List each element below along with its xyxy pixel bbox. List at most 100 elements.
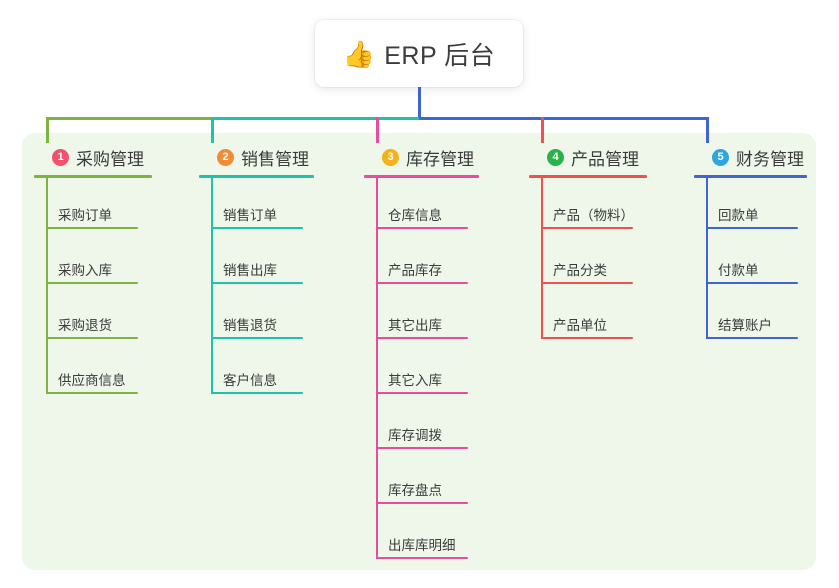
branch-item-rule <box>376 557 468 559</box>
branch-items-3: 仓库信息产品库存其它出库其它入库库存调拨库存盘点出库库明细 <box>364 178 479 563</box>
branch-item-rule <box>376 337 468 339</box>
branch-item-label: 销售出库 <box>223 263 277 278</box>
branch-header-rule-2 <box>199 175 314 178</box>
branch-item-label: 其它入库 <box>388 373 442 388</box>
branch-item[interactable]: 结算账户 <box>694 288 807 343</box>
branch-item-rule <box>706 337 798 339</box>
branch-item[interactable]: 库存盘点 <box>364 453 479 508</box>
branch-badge-3: 3 <box>382 148 399 166</box>
branch-item-label: 客户信息 <box>223 373 277 388</box>
branch-column-5: 5 财务管理回款单付款单结算账户 <box>694 144 807 343</box>
branch-item-label: 库存盘点 <box>388 483 442 498</box>
connector-root-stem <box>418 86 421 119</box>
branch-badge-1: 1 <box>52 148 69 166</box>
branch-item[interactable]: 销售订单 <box>199 178 314 233</box>
branch-header-3[interactable]: 3 库存管理 <box>364 144 479 170</box>
branch-item[interactable]: 采购退货 <box>34 288 152 343</box>
branch-items-4: 产品（物料） 产品分类产品单位 <box>529 178 647 343</box>
branch-item[interactable]: 其它入库 <box>364 343 479 398</box>
branch-items-5: 回款单付款单结算账户 <box>694 178 807 343</box>
connector-drop-3 <box>376 117 379 143</box>
branch-item-rule <box>46 282 138 284</box>
branch-spine-2 <box>211 178 213 394</box>
branch-item-label: 供应商信息 <box>58 373 126 388</box>
branch-item[interactable]: 仓库信息 <box>364 178 479 233</box>
branch-item-label: 产品库存 <box>388 263 442 278</box>
branch-item-rule <box>46 392 138 394</box>
branch-header-1[interactable]: 1 采购管理 <box>34 144 152 170</box>
connector-bus-left <box>46 117 211 120</box>
branch-item-label: 其它出库 <box>388 318 442 333</box>
connector-drop-1 <box>46 117 49 143</box>
branch-header-rule-4 <box>529 175 647 178</box>
branch-column-3: 3 库存管理仓库信息产品库存其它出库其它入库库存调拨库存盘点出库库明细 <box>364 144 479 563</box>
branch-spine-5 <box>706 178 708 339</box>
branch-item[interactable]: 供应商信息 <box>34 343 152 398</box>
branch-item-label: 仓库信息 <box>388 208 442 223</box>
branch-item-rule <box>541 282 633 284</box>
branch-item[interactable]: 产品分类 <box>529 233 647 288</box>
thumbs-up-icon: 👍 <box>342 38 376 69</box>
branch-item-rule <box>541 227 633 229</box>
branch-item[interactable]: 客户信息 <box>199 343 314 398</box>
branch-item-label: 采购订单 <box>58 208 112 223</box>
connector-drop-4 <box>541 117 544 143</box>
branch-items-2: 销售订单销售出库销售退货客户信息 <box>199 178 314 398</box>
branch-item-rule <box>46 337 138 339</box>
branch-item-rule <box>376 392 468 394</box>
branch-column-1: 1 采购管理采购订单采购入库采购退货供应商信息 <box>34 144 152 398</box>
root-node-erp-backend[interactable]: 👍 ERP 后台 <box>315 20 523 87</box>
branch-item-label: 采购退货 <box>58 318 112 333</box>
branch-item[interactable]: 库存调拨 <box>364 398 479 453</box>
branch-item-rule <box>706 227 798 229</box>
branch-item-label: 产品（物料） <box>553 208 634 223</box>
branch-item[interactable]: 其它出库 <box>364 288 479 343</box>
branch-item-label: 销售订单 <box>223 208 277 223</box>
branch-title-3: 库存管理 <box>406 149 474 169</box>
branch-item-label: 产品分类 <box>553 263 607 278</box>
branch-spine-1 <box>46 178 48 394</box>
branch-item-rule <box>541 337 633 339</box>
branch-item-rule <box>376 282 468 284</box>
branch-title-2: 销售管理 <box>241 149 309 169</box>
branch-item[interactable]: 出库库明细 <box>364 508 479 563</box>
connector-bus-right <box>419 117 709 120</box>
branch-header-rule-1 <box>34 175 152 178</box>
branch-item[interactable]: 回款单 <box>694 178 807 233</box>
branch-item[interactable]: 采购订单 <box>34 178 152 233</box>
branch-item-rule <box>376 502 468 504</box>
branch-item-label: 销售退货 <box>223 318 277 333</box>
branch-item-rule <box>211 227 303 229</box>
branch-item-rule <box>376 447 468 449</box>
connector-drop-5 <box>706 117 709 143</box>
connector-drop-2 <box>211 117 214 143</box>
branch-item[interactable]: 产品（物料） <box>529 178 647 233</box>
branch-item-label: 回款单 <box>718 208 759 223</box>
branch-title-4: 产品管理 <box>571 149 639 169</box>
branch-item[interactable]: 产品库存 <box>364 233 479 288</box>
branch-spine-3 <box>376 178 378 559</box>
branch-item-rule <box>211 282 303 284</box>
branch-item[interactable]: 销售出库 <box>199 233 314 288</box>
branch-spine-4 <box>541 178 543 339</box>
branch-item[interactable]: 采购入库 <box>34 233 152 288</box>
branch-header-5[interactable]: 5 财务管理 <box>694 144 807 170</box>
branch-header-rule-5 <box>694 175 807 178</box>
branch-item[interactable]: 产品单位 <box>529 288 647 343</box>
connector-bus-middle <box>211 117 419 120</box>
branch-header-rule-3 <box>364 175 479 178</box>
branch-item-label: 结算账户 <box>718 318 772 333</box>
branch-item[interactable]: 付款单 <box>694 233 807 288</box>
branch-title-1: 采购管理 <box>76 149 144 169</box>
branch-badge-5: 5 <box>712 148 729 166</box>
branch-item[interactable]: 销售退货 <box>199 288 314 343</box>
branch-items-1: 采购订单采购入库采购退货供应商信息 <box>34 178 152 398</box>
branch-item-rule <box>376 227 468 229</box>
branch-item-label: 产品单位 <box>553 318 607 333</box>
branch-title-5: 财务管理 <box>736 149 804 169</box>
